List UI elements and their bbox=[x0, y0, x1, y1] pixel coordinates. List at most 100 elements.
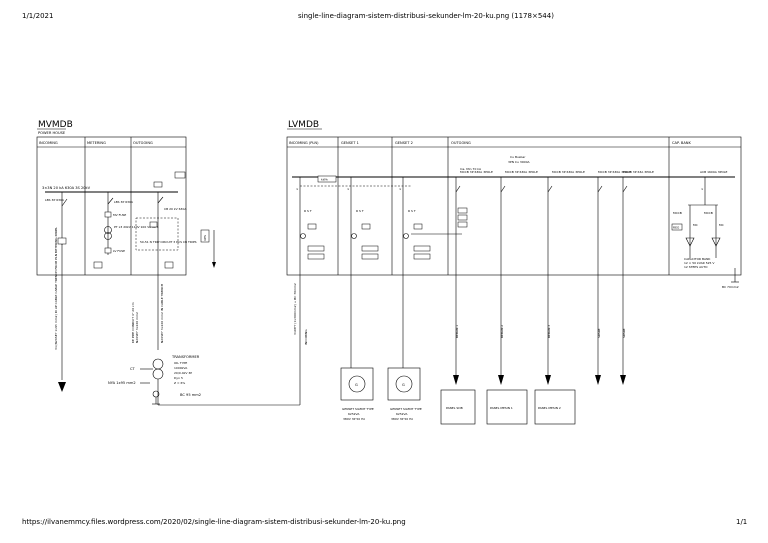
pt-coil-1 bbox=[104, 226, 112, 234]
footer-url[interactable]: https://ilvanemmcy.files.wordpress.com/2… bbox=[22, 518, 406, 526]
cable-out-label-3: N2XSEY 3x240 mm2 IN CABLE TRENCH bbox=[160, 284, 164, 343]
mccb-out5-label: MCCB 3P 63A 3POLE bbox=[623, 170, 654, 174]
genset2-spec: 380V 3P 50 Hz bbox=[391, 417, 413, 421]
incoming-cable-arrow bbox=[58, 382, 66, 392]
capacitor-1 bbox=[685, 237, 695, 247]
cb-outgoing-label: CB 20 kV 630A bbox=[164, 207, 187, 211]
mvmdb-outgoing-label: OUTGOING bbox=[133, 141, 153, 145]
mc-2-label: MC bbox=[719, 223, 724, 227]
lbs-metering-label: LBS 3P 630A bbox=[114, 200, 134, 204]
mccb-out1-label: MCCB 3P 630A 3POLE bbox=[460, 170, 493, 174]
ups-box bbox=[200, 229, 210, 243]
acb-incoming-switch: × bbox=[296, 187, 299, 191]
genset2-name: GENSET SILENT TYPE bbox=[390, 407, 422, 411]
genset1-spec: 380V 3P 50 Hz bbox=[343, 417, 365, 421]
ct-label: CT bbox=[130, 367, 136, 371]
acb-genset2-switch: × bbox=[399, 187, 402, 191]
lvmdb-title: LVMDB bbox=[288, 120, 319, 130]
genset-1: G GENSET SILENT TYPE 625kVA 380V 3P 50 H… bbox=[340, 367, 374, 421]
transformer-rating: 1000kVA bbox=[174, 366, 188, 370]
transformer-primary-coil bbox=[152, 358, 164, 370]
mccb-out3-label: MCCB 3P 630A 3POLE bbox=[552, 170, 585, 174]
mc-1-label: MC bbox=[693, 223, 698, 227]
lv-capbank-label: CAP. BANK bbox=[672, 141, 691, 145]
genset-2: G GENSET SILENT TYPE 625kVA 380V 3P 50 H… bbox=[387, 367, 422, 421]
lv-fuse-label: LV FUSE bbox=[113, 249, 125, 253]
lvmdb-panel: LVMDB INCOMING (PLN) GENSET 1 GENSET 2 O… bbox=[286, 120, 742, 385]
reg-label: REG bbox=[673, 226, 680, 230]
kwh-label: kWh bbox=[321, 178, 328, 182]
busbar-label-1: Ins. Min 70 kA bbox=[460, 167, 482, 171]
mvmdb-panel: MVMDB POWER HOUSE INCOMING METERING OUTG… bbox=[36, 120, 216, 392]
acb-capbank-switch: × bbox=[701, 187, 704, 191]
lbs-incoming-switch bbox=[61, 198, 68, 207]
mccb-cap-1-label: MCCB bbox=[673, 211, 682, 215]
feeder-beban1: BEBAN 1 bbox=[455, 325, 459, 338]
transformer-secondary-coil bbox=[152, 368, 164, 380]
incoming-terminal bbox=[57, 237, 67, 245]
acb-capbank-label: ACB 1600A 3POLE bbox=[700, 170, 727, 174]
genset1-symbol: G bbox=[355, 383, 358, 387]
mv-busbar-rating: 3×3N 20 kA 630A 3S 20kV bbox=[42, 186, 91, 190]
mccb-out4-label: MCCB 3P 630A 3POLE bbox=[598, 170, 631, 174]
mccb-out2-label: MCCB 3P 630A 3POLE bbox=[505, 170, 538, 174]
panel-sdb-label: PANEL SDB bbox=[446, 406, 463, 410]
kwh-meter bbox=[317, 175, 337, 183]
cable-out-label-1: KE PIPE CONDUIT 4" 20 cm bbox=[131, 302, 135, 343]
transformer-group: Dyn 5 bbox=[174, 376, 183, 380]
relay-label: 50-51 N TRIP CIRCUIT 3 PCS CB TRIPS bbox=[140, 240, 197, 244]
mvmdb-subtitle: POWER HOUSE bbox=[38, 131, 66, 135]
reg-box bbox=[671, 223, 683, 231]
transformer: TRANSFORMER OIL TYPE 1000kVA 20/0.4kV 3P… bbox=[108, 270, 301, 406]
rst-label-2: R S T bbox=[356, 209, 364, 213]
pt-coil-2 bbox=[104, 232, 112, 240]
lbs-incoming-label: LBS 3P 630A bbox=[45, 198, 65, 202]
feeder-beban3: BEBAN 3 bbox=[547, 325, 551, 338]
mv-fuse bbox=[104, 211, 112, 218]
transformer-type: OIL TYPE bbox=[174, 361, 187, 365]
feeder-beban2: BEBAN 2 bbox=[500, 325, 504, 338]
transformer-voltage: 20/0.4kV 3P bbox=[174, 371, 192, 375]
nya-cable-label: NYA 1x95 mm2 bbox=[108, 381, 136, 385]
busbar-label-2: Cu Busbar bbox=[510, 155, 526, 159]
panel-mesin1-label: PANEL MESIN 1 bbox=[490, 406, 513, 410]
cap-title: CAPACITOR BANK bbox=[684, 257, 711, 261]
panel-mesin-1: PANEL MESIN 1 bbox=[486, 389, 528, 425]
genset1-name: GENSET SILENT TYPE bbox=[342, 407, 374, 411]
lv-incoming-label: INCOMING (PLN) bbox=[289, 141, 319, 145]
mccb-cap-2-label: MCCB bbox=[704, 211, 713, 215]
ct-incoming bbox=[300, 233, 306, 239]
panel-mesin-2: PANEL MESIN 2 bbox=[534, 389, 576, 425]
genset1-kva: 625kVA bbox=[348, 412, 360, 416]
rst-label-3: R S T bbox=[408, 209, 416, 213]
header-title: single-line-diagram-sistem-distribusi-se… bbox=[298, 12, 554, 20]
lv-genset1-label: GENSET 1 bbox=[341, 141, 359, 145]
ct-genset1 bbox=[351, 233, 357, 239]
rst-label-1: R S T bbox=[304, 209, 312, 213]
bc-label: BC 95 mm2 bbox=[180, 393, 201, 397]
ct-genset2 bbox=[403, 233, 409, 239]
pt-label: PT x3 20kV 110V 100 VA CL 1 bbox=[114, 225, 159, 229]
bc-ground-label: BC 70mm2 bbox=[722, 285, 739, 289]
cap-stage: 12 STEPS AUTO bbox=[684, 265, 708, 269]
feeder-spare2: SPARE bbox=[622, 328, 626, 338]
lv-fuse bbox=[104, 247, 112, 254]
feeder-spare1: SPARE bbox=[597, 328, 601, 338]
mvmdb-metering-label: METERING bbox=[87, 141, 106, 145]
ups-label: UPS bbox=[203, 235, 207, 241]
incoming-cable-label: 3×(N2XSEY 1x95 mm2) DI AP CABLE CABLE TR… bbox=[54, 227, 58, 350]
busbar-label-3: 3PN Cu 3000A bbox=[508, 160, 531, 164]
panel-mesin2-label: PANEL MESIN 2 bbox=[538, 406, 561, 410]
cap-rating: 12 × 50 kVAR 525 V bbox=[684, 261, 715, 265]
transformer-impedance: Z = 6% bbox=[174, 381, 185, 385]
cable-out-label-2: N2XSEY 3x240 mm2 bbox=[135, 312, 139, 343]
mvmdb-title: MVMDB bbox=[38, 120, 73, 130]
incoming-cable-lv: 3×NYY (1x300mm2) + BC 70mm2 bbox=[293, 283, 297, 335]
genset2-kva: 625kVA bbox=[396, 412, 408, 416]
footer-page-number: 1/1 bbox=[736, 518, 748, 526]
capacitor-2 bbox=[711, 237, 721, 247]
lv-outgoing-label: OUTGOING bbox=[451, 141, 471, 145]
acb-genset1-switch: × bbox=[347, 187, 350, 191]
incoming-cable-tag: INCOMING bbox=[304, 329, 308, 345]
